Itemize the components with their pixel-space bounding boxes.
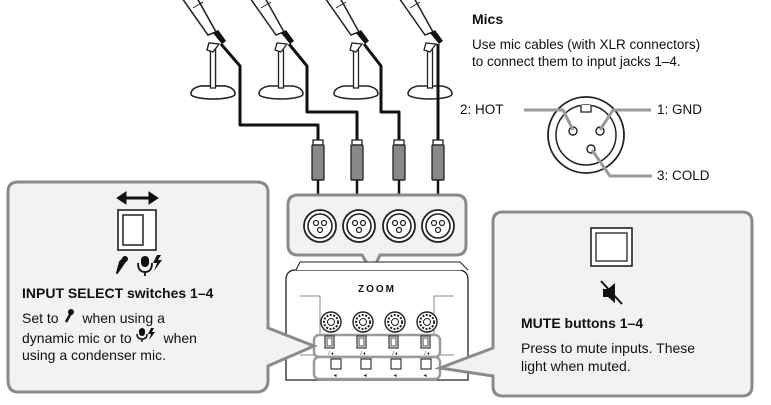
mics-desc-line2: to connect them to input jacks 1–4. <box>472 54 681 69</box>
xlr-connector-icon <box>524 96 652 178</box>
xlr-plugs <box>311 139 445 181</box>
input-select-line1-post: when using a <box>82 310 165 326</box>
mute-line2: light when muted. <box>521 358 631 374</box>
input-select-line3: using a condenser mic. <box>22 347 166 363</box>
dynamic-mic-inline-icon <box>62 309 78 326</box>
mute-panel <box>434 210 754 398</box>
input-select-line2-pre: dynamic mic or to <box>22 330 132 346</box>
mute-button-icon <box>590 227 633 267</box>
condenser-mic-icon <box>137 255 162 276</box>
pin-cold-label: 3: COLD <box>657 168 710 183</box>
pin-hot-label: 2: HOT <box>460 102 504 117</box>
condenser-mic-inline-icon <box>135 328 160 346</box>
mic-cables <box>219 43 440 140</box>
mute-speaker-icon <box>600 280 623 305</box>
input-select-line1-pre: Set to <box>22 310 59 326</box>
mute-line1: Press to mute inputs. These <box>521 340 696 356</box>
input-select-line1: Set to when using a <box>22 309 165 326</box>
dynamic-mic-icon <box>116 256 128 274</box>
device-body <box>285 261 469 381</box>
input-select-line2-post: when <box>163 330 197 346</box>
mics-desc-line1: Use mic cables (with XLR connectors) <box>472 37 701 52</box>
mute-title: MUTE buttons 1–4 <box>521 315 644 331</box>
mic-stand-group <box>169 0 453 100</box>
input-select-line2: dynamic mic or to when <box>22 328 197 346</box>
double-arrow-icon <box>116 191 159 205</box>
input-select-title: INPUT SELECT switches 1–4 <box>22 285 214 301</box>
pin-gnd-label: 1: GND <box>657 102 703 117</box>
input-select-panel <box>6 180 318 394</box>
device-brand: ZOOM <box>358 284 396 295</box>
jack-panel-callout <box>286 193 468 276</box>
mics-title: Mics <box>472 11 504 27</box>
switch-icon <box>117 209 157 251</box>
